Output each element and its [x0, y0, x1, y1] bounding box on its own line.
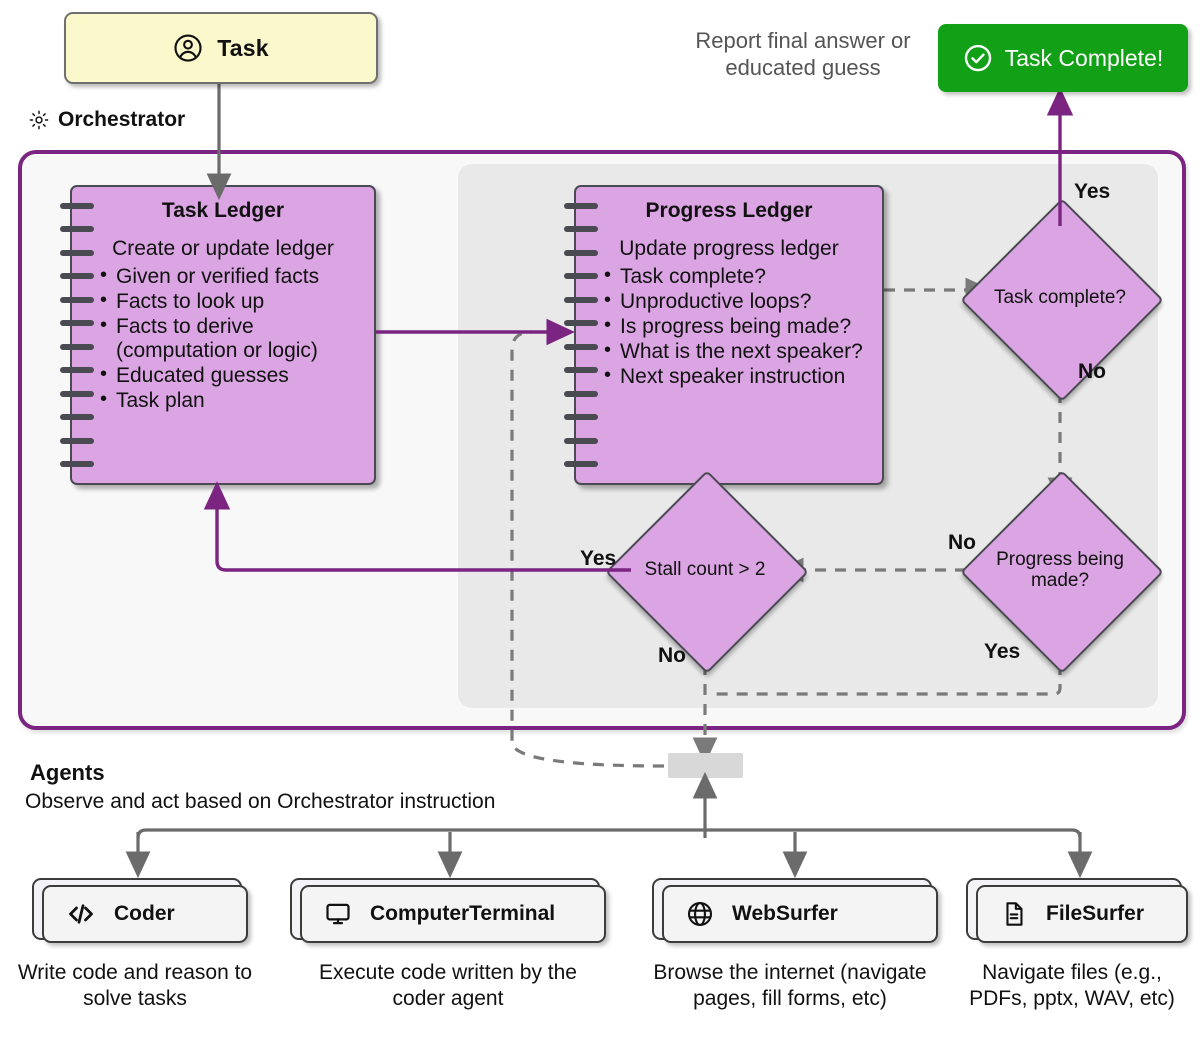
decision-label: Stall count > 2 [644, 559, 766, 581]
edge-label-no-task-complete: No [1078, 360, 1106, 383]
agents-section-subtitle: Observe and act based on Orchestrator in… [25, 790, 496, 813]
decision-label: Task complete? [993, 287, 1126, 309]
spiral-binding-icon [564, 203, 598, 467]
agent-name: Coder [114, 902, 175, 925]
list-item: Unproductive loops? [604, 289, 872, 314]
gear-icon [28, 109, 50, 131]
task-ledger-subtitle: Create or update ledger [112, 237, 334, 260]
code-brackets-icon [66, 899, 96, 929]
edge-label-no-stall-count: No [658, 644, 686, 667]
monitor-icon [324, 900, 352, 928]
list-item: Task complete? [604, 264, 872, 289]
progress-ledger-subtitle: Update progress ledger [619, 237, 839, 260]
task-complete-badge[interactable]: Task Complete! [938, 24, 1188, 92]
agents-section-title: Agents [30, 760, 105, 785]
task-ledger-list: Given or verified facts Facts to look up… [72, 264, 374, 413]
task-node-label: Task [217, 34, 269, 61]
list-item: Next speaker instruction [604, 364, 872, 389]
agent-description: Browse the internet (navigate pages, fil… [653, 961, 927, 1010]
progress-ledger-card: Progress Ledger Update progress ledger T… [564, 185, 884, 485]
edge-agents-to-progressledger [510, 330, 665, 768]
orchestrator-label: Orchestrator [58, 108, 186, 131]
list-item: Educated guesses [100, 363, 364, 388]
orchestrator-title: Orchestrator [28, 108, 185, 132]
progress-ledger-list: Task complete? Unproductive loops? Is pr… [576, 264, 882, 389]
agent-card-front[interactable]: WebSurfer [662, 885, 938, 943]
agent-card-front[interactable]: FileSurfer [976, 885, 1188, 943]
list-item: Given or verified facts [100, 264, 364, 289]
edge-stallcount-yes-to-taskledger [203, 481, 631, 572]
document-icon [1000, 900, 1028, 928]
task-ledger-title: Task Ledger [161, 199, 285, 222]
agent-name: ComputerTerminal [370, 902, 556, 925]
edge-progressmade-yes-to-agentbus [712, 644, 1062, 696]
agent-description: Write code and reason to solve tasks [17, 961, 253, 1010]
list-item: Facts to derive (computation or logic) [100, 314, 364, 363]
decision-progress-being-made: Progress being made? [960, 470, 1164, 674]
edge-label-yes-stall-count: Yes [580, 547, 617, 570]
decision-task-complete: Task complete? [960, 198, 1164, 402]
agent-name: FileSurfer [1046, 902, 1145, 925]
task-complete-label: Task Complete! [1004, 44, 1164, 71]
task-ledger-card: Task Ledger Create or update ledger Give… [60, 185, 376, 485]
agent-card-front[interactable]: Coder [42, 885, 248, 943]
edge-label-yes-task-complete: Yes [1074, 180, 1111, 203]
agents-distribution-bar [136, 828, 1082, 839]
list-item: Is progress being made? [604, 314, 872, 339]
agent-description: Navigate files (e.g., PDFs, pptx, WAV, e… [969, 961, 1175, 1010]
spiral-binding-icon [60, 203, 94, 467]
agent-description: Execute code written by the coder agent [319, 961, 577, 1010]
decision-label: Progress being made? [996, 548, 1124, 591]
edge-label-yes-progress-made: Yes [984, 640, 1021, 663]
decision-stall-count: Stall count > 2 [605, 470, 809, 674]
list-item: Facts to look up [100, 289, 364, 314]
globe-icon [686, 900, 714, 928]
agent-card-front[interactable]: ComputerTerminal [300, 885, 606, 943]
user-circle-icon [173, 33, 203, 63]
agent-name: WebSurfer [732, 902, 838, 925]
task-node[interactable]: Task [64, 12, 378, 84]
list-item: What is the next speaker? [604, 339, 872, 364]
list-item: Task plan [100, 388, 364, 413]
edge-label-no-progress-made: No [948, 531, 976, 554]
check-circle-icon [963, 43, 993, 73]
report-final-answer-text: Report final answer or educated guess [695, 28, 911, 80]
progress-ledger-title: Progress Ledger [645, 199, 813, 222]
